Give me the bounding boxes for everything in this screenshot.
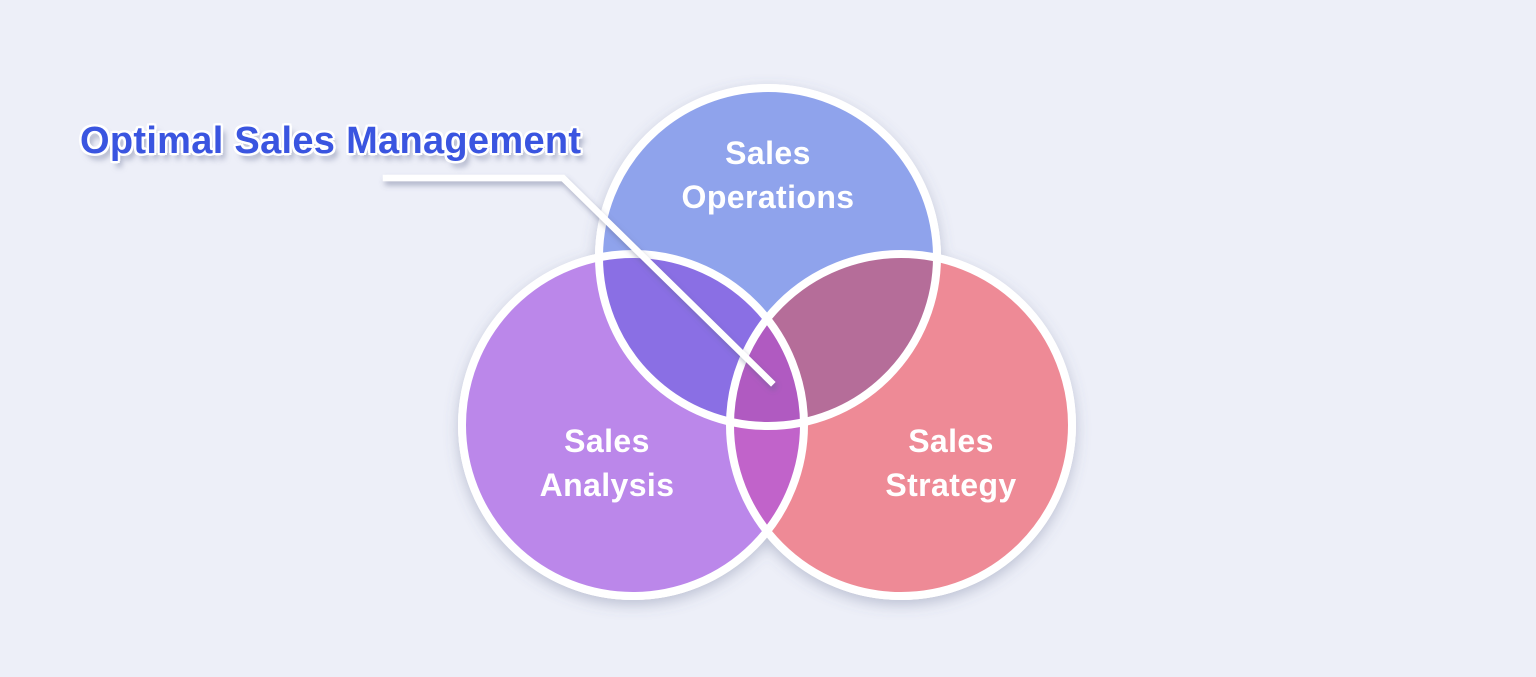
overlap-operations-strategy — [733, 257, 934, 423]
label-sales-operations: Sales Operations — [681, 135, 855, 215]
outline-strategy — [726, 250, 1076, 600]
overlap-operations-analysis — [602, 257, 801, 423]
label-sales-strategy: Sales Strategy — [885, 423, 1017, 503]
diagram-title: Optimal Sales Management — [80, 120, 582, 162]
label-sales-analysis: Sales Analysis — [539, 423, 675, 503]
callout-line — [382, 174, 776, 387]
circle-outlines — [458, 84, 1076, 600]
outline-analysis — [458, 250, 808, 600]
